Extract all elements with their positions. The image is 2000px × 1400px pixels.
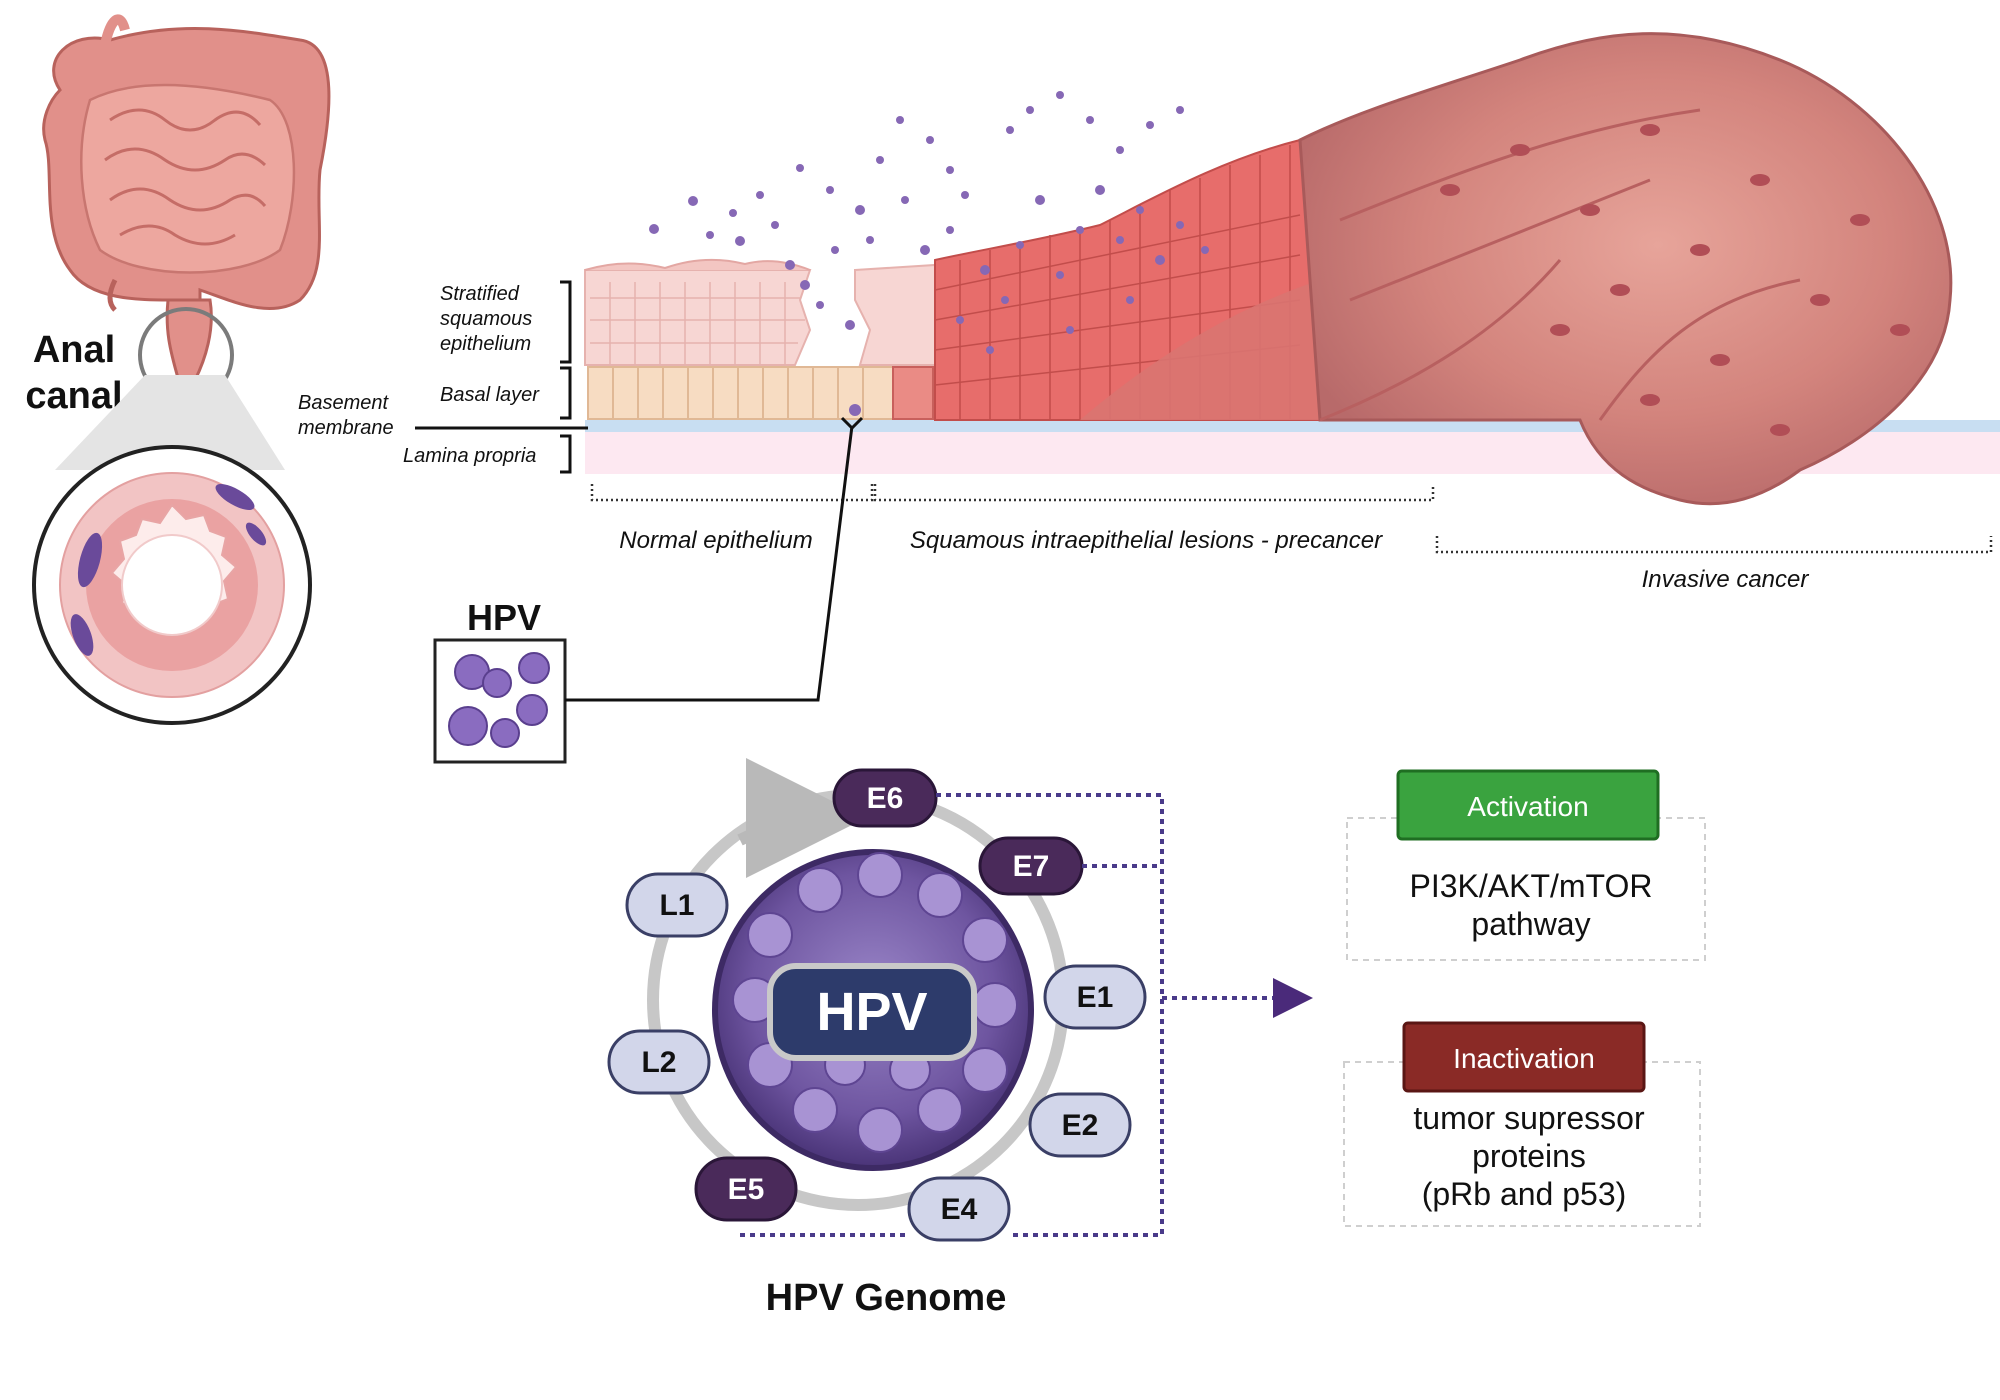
cancer-cell-nuclei: [1440, 124, 1910, 436]
invasive-cancer-mass: [1298, 32, 1953, 506]
intestine-illustration: [42, 14, 331, 385]
gene-node-e6: E6: [832, 768, 938, 828]
stratified-label-line2: squamous: [440, 308, 532, 330]
layer-brackets: [560, 280, 572, 474]
stage-normal-label: Normal epithelium: [619, 527, 812, 554]
hpv-box-label: HPV: [467, 597, 541, 638]
gene-e1-label: E1: [1077, 981, 1114, 1014]
lesion-tissue: [934, 138, 1322, 421]
oncogene-connectors: [740, 793, 1313, 1237]
gene-node-e5: E5: [694, 1156, 798, 1222]
gene-e7-label: E7: [1013, 850, 1050, 883]
activation-badge-text: Activation: [1467, 791, 1588, 822]
hpv-pointer-line: [565, 425, 854, 702]
anal-cross-section: [32, 445, 312, 725]
stratified-label-line1: Stratified: [440, 283, 520, 305]
basement-label-line1: Basement: [298, 392, 389, 414]
inactivation-badge-text: Inactivation: [1453, 1043, 1595, 1074]
gene-node-l2: L2: [607, 1029, 711, 1095]
gene-e5-label: E5: [728, 1173, 765, 1206]
anal-title-line2: canal: [25, 375, 122, 417]
basement-label-line2: membrane: [298, 417, 394, 439]
hpv-center-label: HPV: [816, 982, 927, 1042]
activation-line2: pathway: [1471, 906, 1590, 942]
virus-particles: [649, 91, 1209, 416]
stage-brackets: [590, 484, 1993, 554]
stratified-label-line3: epithelium: [440, 333, 531, 355]
gene-node-e1: E1: [1043, 964, 1147, 1030]
gene-l2-label: L2: [641, 1046, 676, 1079]
inactivation-line3: (pRb and p53): [1422, 1176, 1627, 1212]
genome-caption: HPV Genome: [766, 1277, 1007, 1319]
lamina-propria-label: Lamina propria: [403, 445, 536, 467]
hpv-center-badge: [767, 963, 977, 1061]
gene-e2-label: E2: [1062, 1109, 1099, 1142]
activation-badge: [1396, 769, 1660, 841]
inactivation-line1: tumor supressor: [1413, 1100, 1645, 1136]
anal-title-line1: Anal: [33, 329, 115, 371]
genome-direction-arrow: [737, 758, 866, 879]
gene-node-e4: E4: [907, 1176, 1011, 1242]
stage-precancer-label: Squamous intraepithelial lesions - preca…: [910, 527, 1383, 554]
hpv-pointer-tip: [840, 416, 864, 431]
inactivation-line2: proteins: [1472, 1138, 1586, 1174]
gene-node-e2: E2: [1028, 1092, 1132, 1158]
stratified-squamous-layer: [584, 258, 936, 366]
basal-layer-cells: [587, 366, 934, 420]
inactivation-badge: [1402, 1021, 1646, 1093]
hpv-virions: [448, 652, 550, 748]
basal-layer-label: Basal layer: [440, 384, 540, 406]
zoom-cone: [55, 375, 285, 470]
gene-l1-label: L1: [659, 889, 694, 922]
gene-node-e7: E7: [978, 836, 1084, 896]
gene-e6-label: E6: [867, 782, 904, 815]
stage-invasive-label: Invasive cancer: [1642, 566, 1810, 593]
gene-node-l1: L1: [625, 872, 729, 938]
activation-line1: PI3K/AKT/mTOR: [1409, 868, 1652, 904]
gene-e4-label: E4: [941, 1193, 978, 1226]
